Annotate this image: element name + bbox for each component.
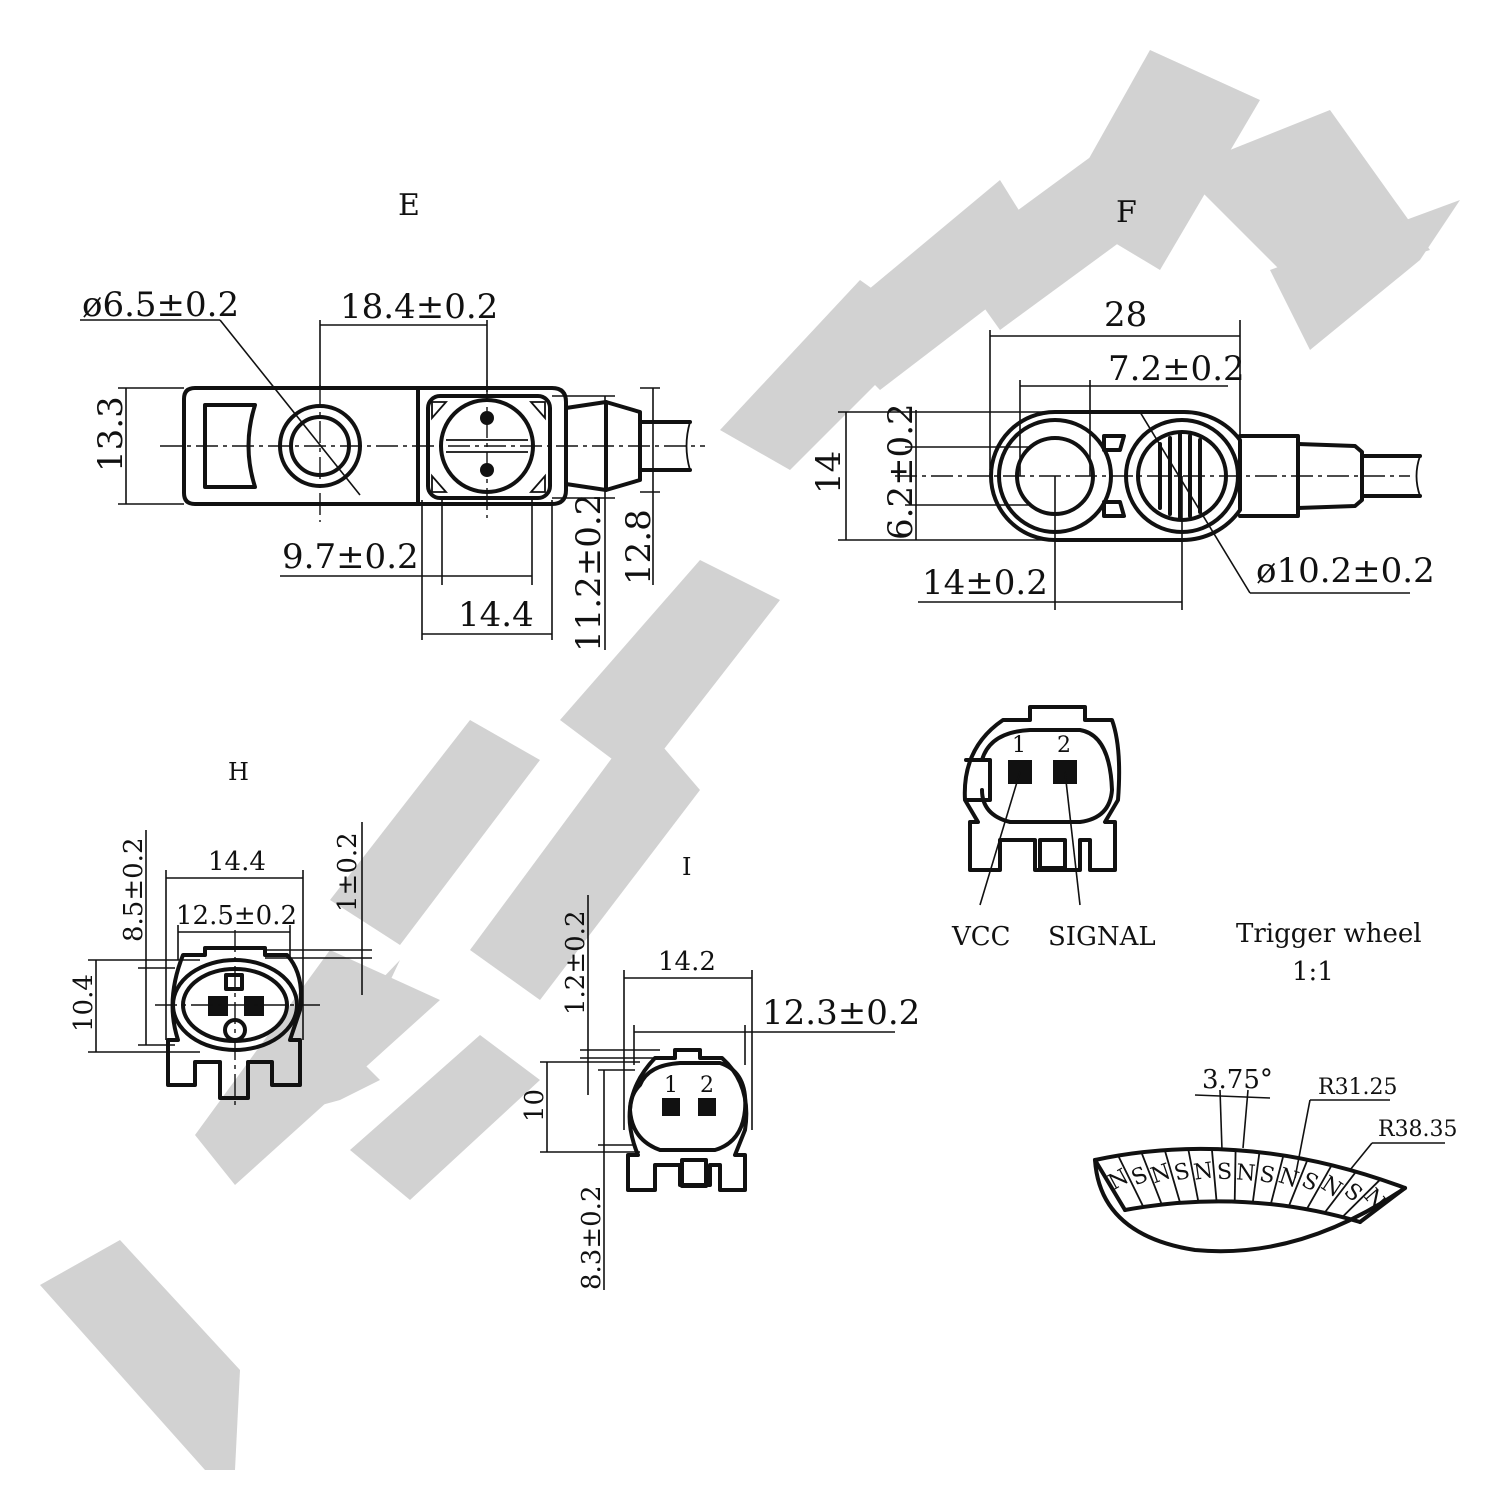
view-label-f: F xyxy=(1116,195,1137,230)
dim-e-height: 13.3 xyxy=(91,396,131,472)
pinout-socket xyxy=(980,728,1114,824)
dim-e-hole-diameter: ø6.5±0.2 xyxy=(82,285,239,325)
i-housing xyxy=(626,1048,749,1192)
pole-divider xyxy=(1163,1149,1181,1204)
dim-h-latch: 1±0.2 xyxy=(333,832,363,912)
pole-divider xyxy=(1233,1150,1237,1202)
view-f-dimensions: 28 7.2±0.2 14 6.2±0.2 14±0.2 ø10.2±0.2 xyxy=(809,295,1435,610)
pole-label: N xyxy=(1192,1158,1215,1185)
pole-label: S xyxy=(1172,1159,1193,1187)
pin-label-vcc: VCC xyxy=(951,922,1011,952)
dim-i-outer-width: 14.2 xyxy=(658,947,716,977)
i-pin-1 xyxy=(662,1098,680,1116)
pole-divider xyxy=(1323,1171,1357,1214)
pin-2-mark: 2 xyxy=(1057,733,1071,758)
pole-divider xyxy=(1287,1159,1309,1207)
dim-e-connector-height: 11.2±0.2 xyxy=(569,494,609,652)
wheel-bottom-arc xyxy=(1093,1158,1407,1254)
pin-1-mark: 1 xyxy=(1012,733,1026,758)
dim-i-height: 10 xyxy=(520,1089,550,1122)
dim-e-connector-width: 14.4 xyxy=(458,595,534,635)
view-h-dimensions: 14.4 12.5±0.2 10.4 8.5±0.2 1±0.2 xyxy=(69,822,372,1053)
dim-h-height: 10.4 xyxy=(69,974,99,1032)
dim-f-center-distance: 14±0.2 xyxy=(922,563,1048,603)
view-e-dimensions: ø6.5±0.2 18.4±0.2 13.3 9.7±0.2 14.4 11.2… xyxy=(80,285,660,652)
dim-e-cable-height: 12.8 xyxy=(619,509,659,585)
dim-h-inner-height: 8.5±0.2 xyxy=(119,838,149,942)
pole-divider xyxy=(1341,1178,1382,1218)
cable-boot-f xyxy=(1296,442,1364,510)
dim-f-length: 28 xyxy=(1104,295,1147,335)
pole-divider xyxy=(1117,1155,1145,1208)
trigger-wheel-inner-radius: R31.25 xyxy=(1318,1075,1398,1100)
h-pin-right xyxy=(244,996,264,1016)
view-label-i: I xyxy=(682,853,691,881)
pole-divider xyxy=(1210,1148,1218,1202)
i-pin-2-mark: 2 xyxy=(700,1073,714,1098)
view-label-h: H xyxy=(228,758,249,786)
pole-label: N xyxy=(1235,1160,1256,1186)
view-i-dimensions: 14.2 12.3±0.2 10 1.2±0.2 8.3±0.2 xyxy=(520,895,920,1290)
i-latch xyxy=(680,1158,708,1188)
dim-e-connector-offset: 9.7±0.2 xyxy=(282,537,419,577)
view-e-sensor xyxy=(160,380,705,522)
flange-recess xyxy=(203,403,257,489)
dim-i-inner-height: 8.3±0.2 xyxy=(577,1186,607,1290)
wheel-inner-arc xyxy=(1123,1199,1362,1224)
pole-divider xyxy=(1187,1148,1200,1202)
dim-f-hole-height: 6.2±0.2 xyxy=(881,403,921,540)
dim-f-height: 14 xyxy=(809,451,849,494)
dim-h-outer-width: 14.4 xyxy=(208,847,266,877)
dim-e-hole-to-connector: 18.4±0.2 xyxy=(340,287,498,327)
i-socket xyxy=(628,1061,748,1152)
connector-face xyxy=(426,394,552,500)
h-pin-left xyxy=(208,996,228,1016)
trigger-wheel-dimensions: 3.75° R31.25 R38.35 xyxy=(1194,1065,1458,1179)
view-label-e: E xyxy=(398,188,420,223)
pole-label: S xyxy=(1257,1162,1277,1189)
pole-divider xyxy=(1140,1152,1163,1205)
i-pin-1-mark: 1 xyxy=(664,1073,678,1098)
pole-dividers xyxy=(1117,1148,1382,1218)
pinout-housing xyxy=(962,705,1122,872)
rib-notch-top xyxy=(1102,434,1126,452)
pinout-key xyxy=(964,758,992,802)
pinout-connector: 1 2 xyxy=(962,705,1122,906)
pole-label: N xyxy=(1148,1159,1174,1189)
pole-divider xyxy=(1251,1152,1261,1203)
dim-i-inner-width: 12.3±0.2 xyxy=(762,993,920,1033)
wheel-outer-arc xyxy=(1093,1146,1407,1190)
pole-divider xyxy=(1269,1155,1285,1205)
trigger-wheel-scale: 1:1 xyxy=(1292,957,1334,987)
pole-divider xyxy=(1305,1164,1333,1210)
view-f-sensor xyxy=(895,409,1422,543)
h-key xyxy=(224,973,244,991)
view-i-connector: 1 2 xyxy=(626,1048,749,1192)
dim-h-inner-width: 12.5±0.2 xyxy=(176,901,297,931)
pole-label: S xyxy=(1217,1160,1233,1186)
sensor-f-outline xyxy=(989,409,1242,543)
trigger-wheel-outer-radius: R38.35 xyxy=(1378,1117,1458,1142)
dim-i-latch: 1.2±0.2 xyxy=(561,911,591,1015)
pinout-latch xyxy=(1038,838,1067,870)
pin-label-signal: SIGNAL xyxy=(1048,922,1156,952)
dim-f-sensor-diameter: ø10.2±0.2 xyxy=(1256,551,1435,591)
trigger-wheel-title: Trigger wheel xyxy=(1236,919,1422,949)
dim-f-hole-width: 7.2±0.2 xyxy=(1108,349,1245,389)
watermark-logo xyxy=(40,50,1460,1470)
trigger-wheel-angle: 3.75° xyxy=(1202,1065,1273,1095)
rib-notch-bottom xyxy=(1102,500,1126,518)
i-pin-2 xyxy=(698,1098,716,1116)
